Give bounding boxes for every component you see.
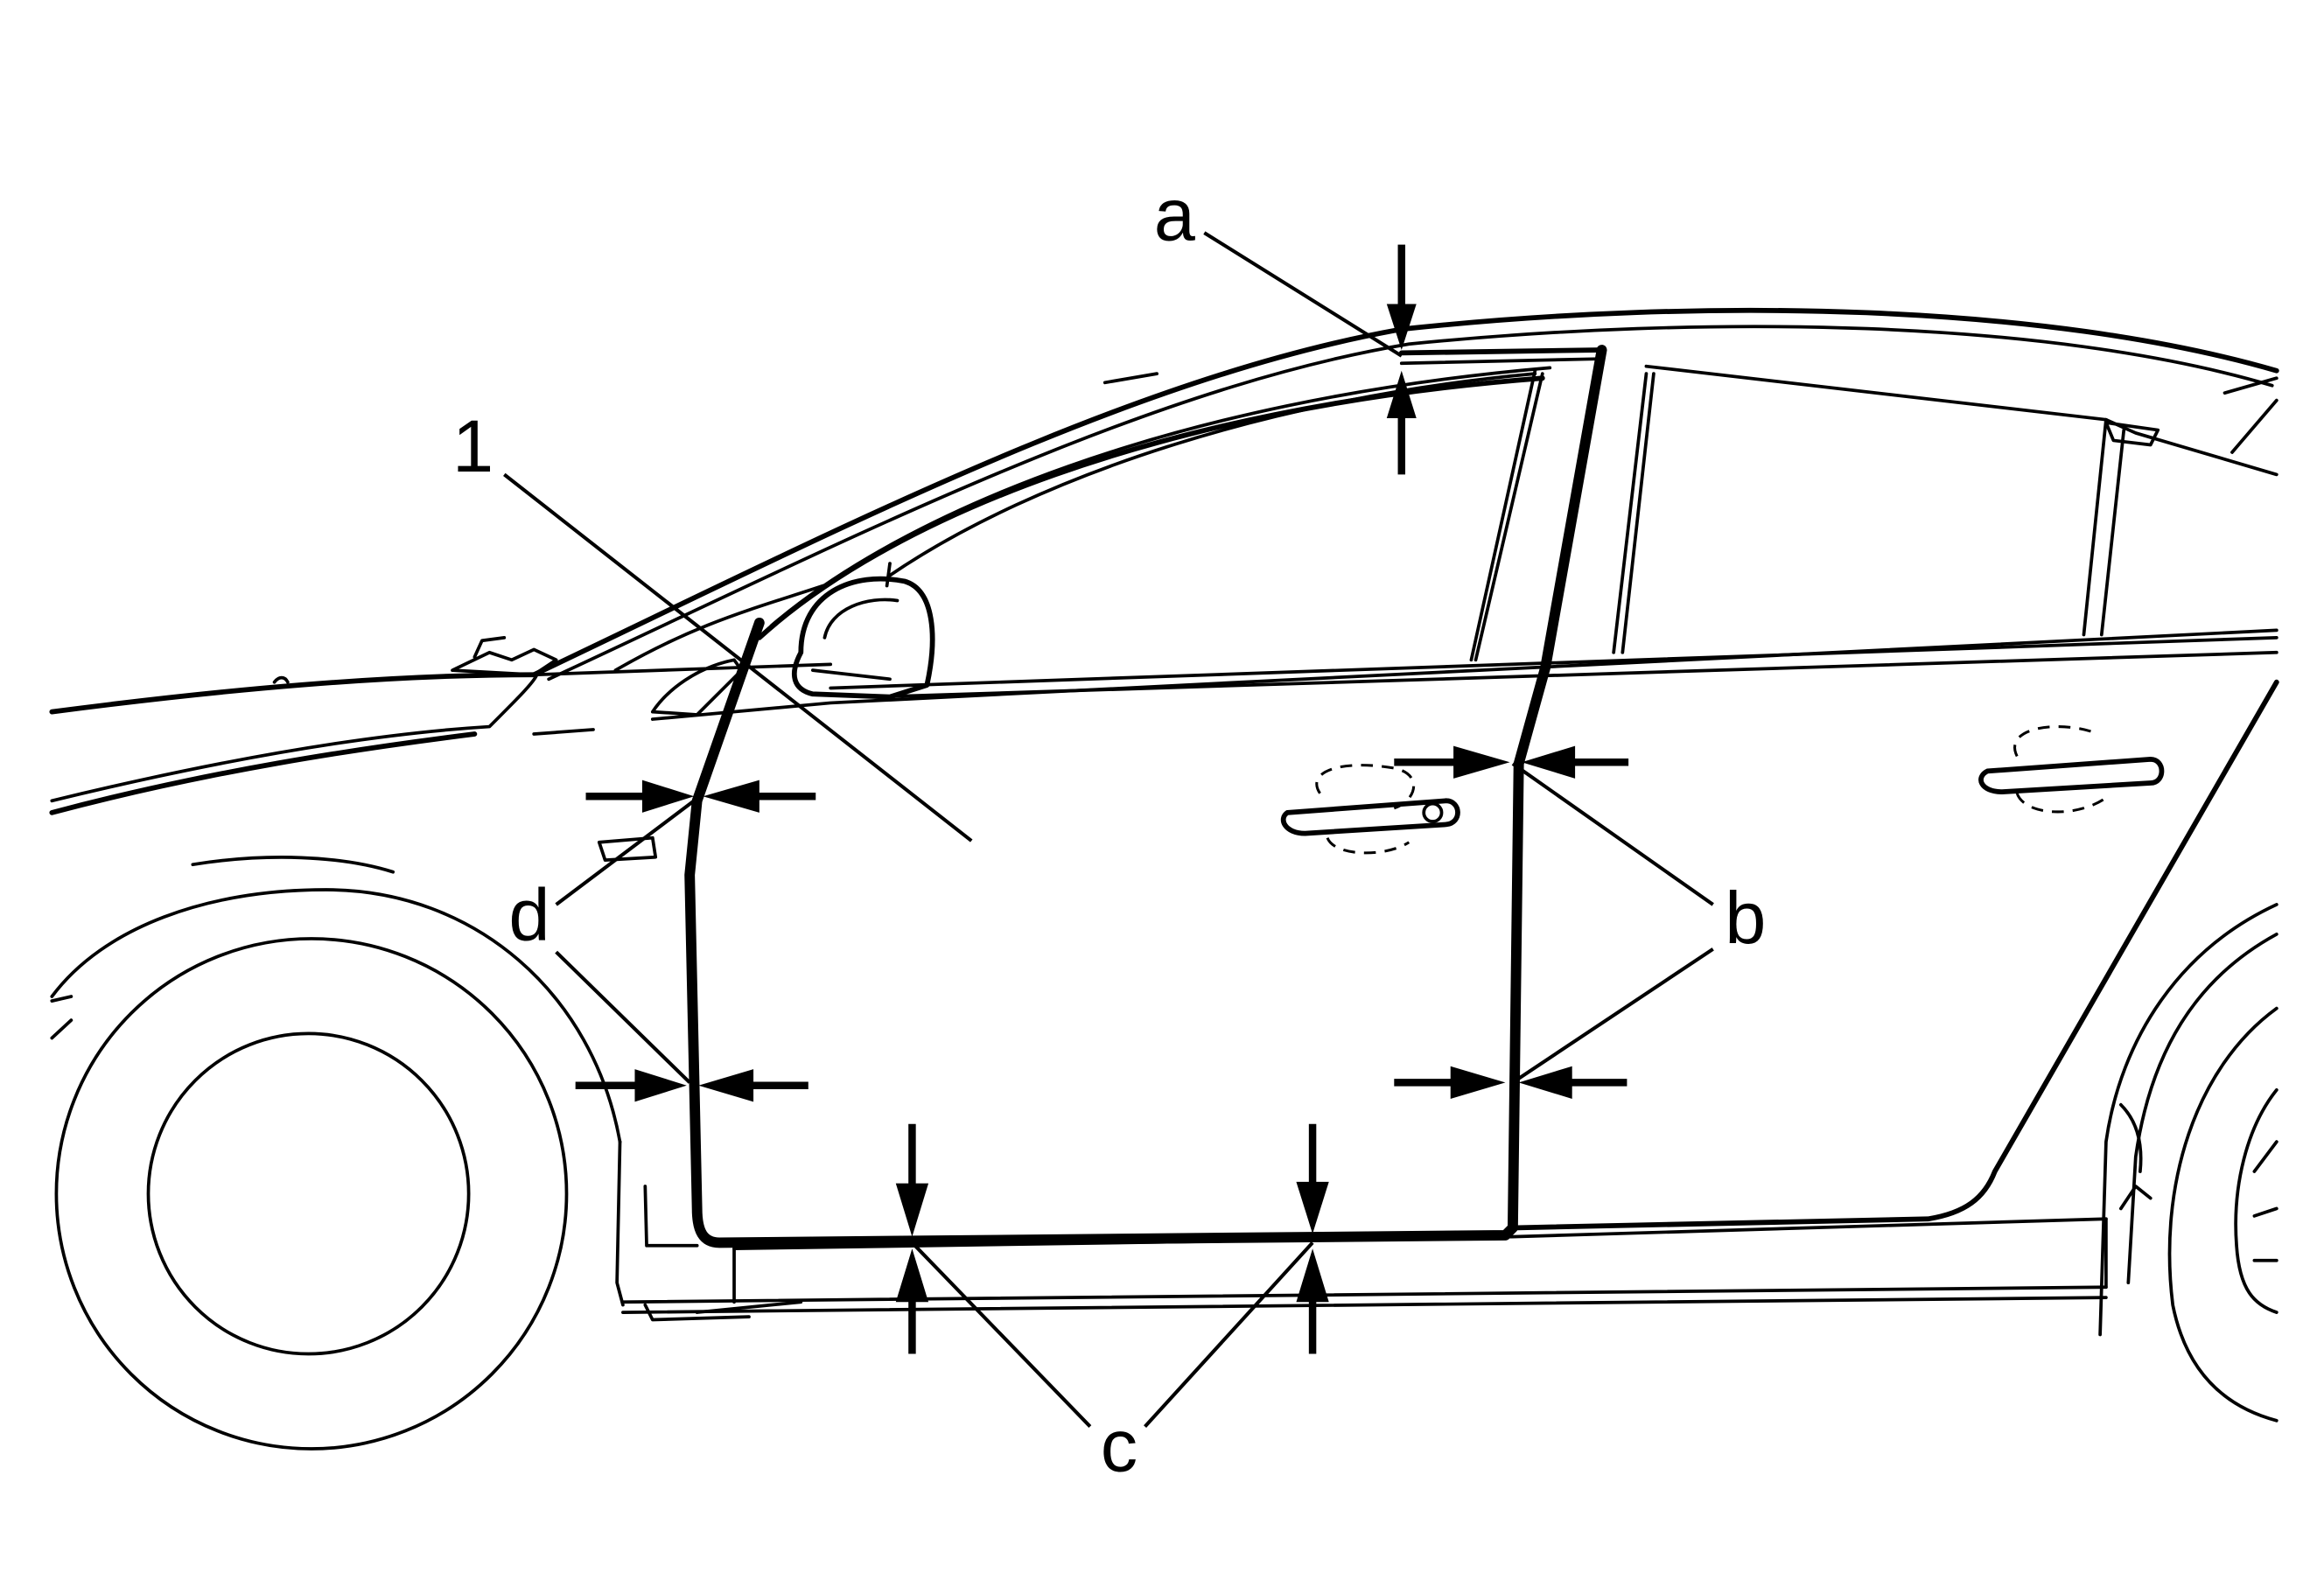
arrow-b-upper-right (1522, 745, 1629, 779)
arrow-b-lower-left (1394, 1066, 1506, 1099)
leader-b-lower (1511, 947, 1714, 1085)
leader-c-right (1144, 1241, 1314, 1428)
callout-b: b (1725, 876, 1766, 959)
callout-d: d (508, 873, 550, 956)
arrow-b-lower-right (1518, 1066, 1628, 1099)
callout-part-1: 1 (452, 404, 494, 487)
arrow-c-right-top (1296, 1123, 1329, 1234)
rear-door-handle (1978, 725, 2165, 814)
arrow-d-upper-left (585, 780, 695, 813)
arrow-c-right-bottom (1296, 1248, 1329, 1354)
front-door (684, 345, 1607, 1248)
arrow-d-lower-right (698, 1069, 808, 1102)
arrow-b-upper-left (1394, 745, 1510, 779)
callout-labels: 1 a b c d (452, 173, 1766, 1487)
gap-arrows (575, 244, 1629, 1354)
arrow-d-lower-left (575, 1069, 687, 1102)
arrow-c-left-top (895, 1123, 929, 1237)
car-body-outline (49, 307, 2279, 1423)
front-door-handle (1280, 764, 1460, 855)
leader-part-1 (503, 472, 973, 842)
arrow-c-left-bottom (895, 1248, 929, 1354)
side-mirror (792, 576, 935, 700)
leader-c-left (910, 1241, 1092, 1429)
leader-d-lower (555, 950, 691, 1084)
arrow-d-upper-right (703, 780, 816, 813)
leader-b-upper (1511, 762, 1714, 906)
arrow-a-top (1386, 244, 1417, 351)
leader-lines (503, 231, 1714, 1429)
front-wheel (54, 937, 569, 1451)
leader-a (1203, 231, 1403, 358)
arrow-a-bottom (1386, 370, 1417, 475)
callout-c: c (1101, 1403, 1138, 1486)
callout-a: a (1154, 173, 1196, 256)
leader-d-upper (555, 799, 696, 906)
